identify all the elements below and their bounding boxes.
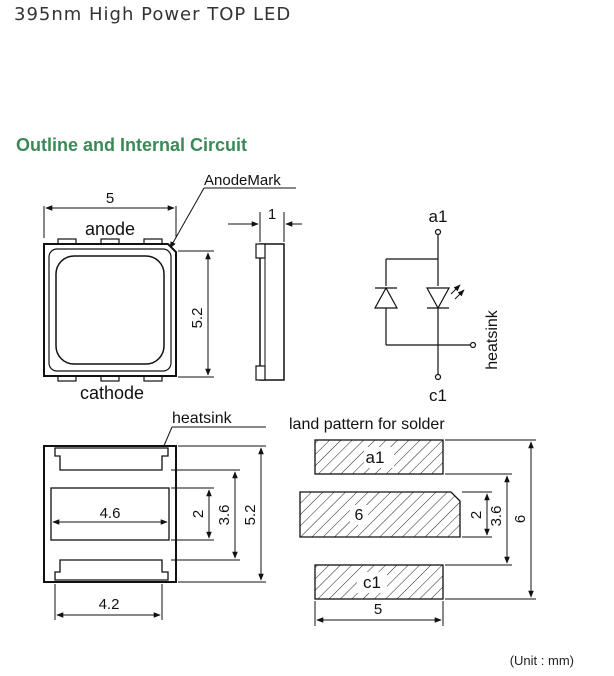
heatsink-terminal (469, 341, 477, 349)
top-width-dim: 5 (106, 190, 114, 207)
light-emission-arrow (450, 284, 461, 295)
anode-label: anode (85, 219, 135, 239)
bottom-heatsink-label: heatsink (172, 410, 233, 427)
bottom-heatsink-pad (50, 487, 170, 541)
bottom-width-dim: 4.2 (99, 596, 120, 613)
bottom-dim-2: 2 (190, 510, 207, 518)
bottom-dim-5-2: 5.2 (242, 505, 259, 526)
side-body (259, 243, 285, 381)
anode-mark-label: AnodeMark (204, 172, 281, 189)
led-diode-icon (425, 287, 451, 310)
label-backdrop (350, 505, 368, 525)
land-dim-2: 2 (468, 511, 485, 519)
land-pattern-title: land pattern for solder (289, 416, 445, 433)
internal-circuit: a1 heatsink c1 (373, 207, 501, 405)
land-dim-6: 6 (512, 515, 529, 523)
section-title: Outline and Internal Circuit (16, 135, 248, 155)
land-pad-heatsink (299, 491, 461, 538)
land-pattern: land pattern for solder a1 6 c1 2 3.6 6 … (289, 416, 536, 626)
side-lead (255, 243, 266, 259)
circuit-heatsink-label: heatsink (484, 309, 501, 370)
bottom-cathode-pad (54, 559, 169, 581)
cathode-terminal-label: c1 (429, 386, 447, 405)
bottom-anode-pad (54, 447, 169, 471)
label-backdrop (364, 447, 394, 468)
cathode-terminal (434, 373, 442, 381)
bottom-pad-width-dim: 4.6 (100, 505, 121, 522)
top-height-dim: 5.2 (189, 308, 206, 329)
bottom-view: heatsink 4.6 2 3.6 5.2 4.2 (43, 410, 266, 620)
cathode-label: cathode (80, 383, 144, 403)
light-emission-arrow (454, 289, 465, 300)
anode-terminal (434, 228, 442, 236)
side-thickness-dim: 1 (268, 206, 276, 223)
land-pad-a1-label: a1 (366, 448, 385, 467)
land-pad-center-label: 6 (355, 507, 364, 524)
label-backdrop (357, 572, 387, 593)
land-dim-3-6: 3.6 (488, 506, 505, 527)
side-view: 1 (228, 206, 302, 381)
land-pad-c1-label: c1 (363, 573, 381, 592)
anode-mark-leader (169, 187, 205, 249)
anode-terminal-label: a1 (429, 207, 448, 226)
top-view: 5 anode AnodeMark 5.2 cathode (43, 172, 296, 403)
page-title: 395nm High Power TOP LED (14, 4, 292, 25)
bottom-dim-3-6: 3.6 (216, 505, 233, 526)
unit-note: (Unit : mm) (509, 653, 574, 668)
land-width-dim: 5 (374, 601, 382, 618)
lens-window (55, 255, 165, 365)
side-lead (255, 365, 266, 381)
protection-diode-icon (373, 286, 399, 309)
